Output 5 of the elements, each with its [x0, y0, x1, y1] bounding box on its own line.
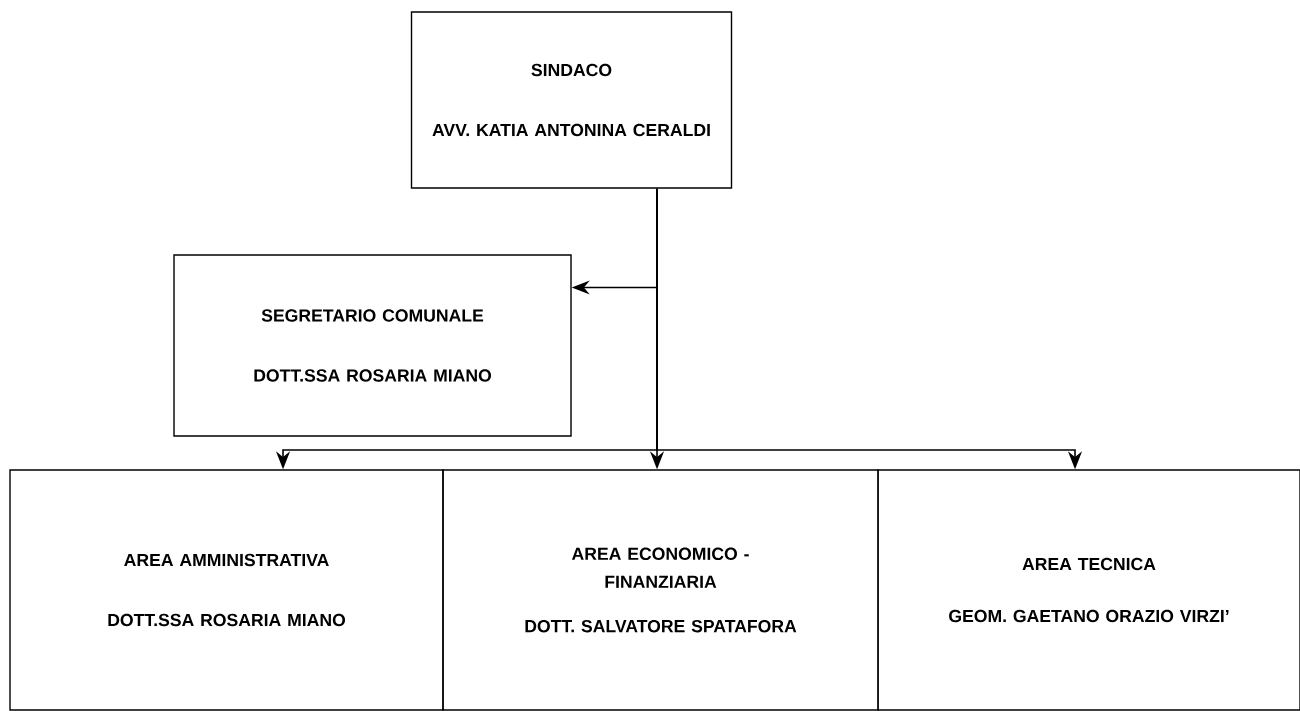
org-box: AREA ECONOMICO - FINANZIARIA DOTT. SALVATORE SPATAFORA — [442, 469, 879, 711]
org-box: AREA TECNICA GEOM. GAETANO ORAZIO VIRZI’ — [877, 469, 1300, 711]
org-box: AREA AMMINISTRATIVA DOTT.SSA ROSARIA MIANO — [9, 469, 444, 711]
org-box: SINDACO AVV. KATIA ANTONINA CERALDI — [410, 11, 733, 189]
org-box: SEGRETARIO COMUNALE DOTT.SSA ROSARIA MIANO — [173, 254, 572, 437]
